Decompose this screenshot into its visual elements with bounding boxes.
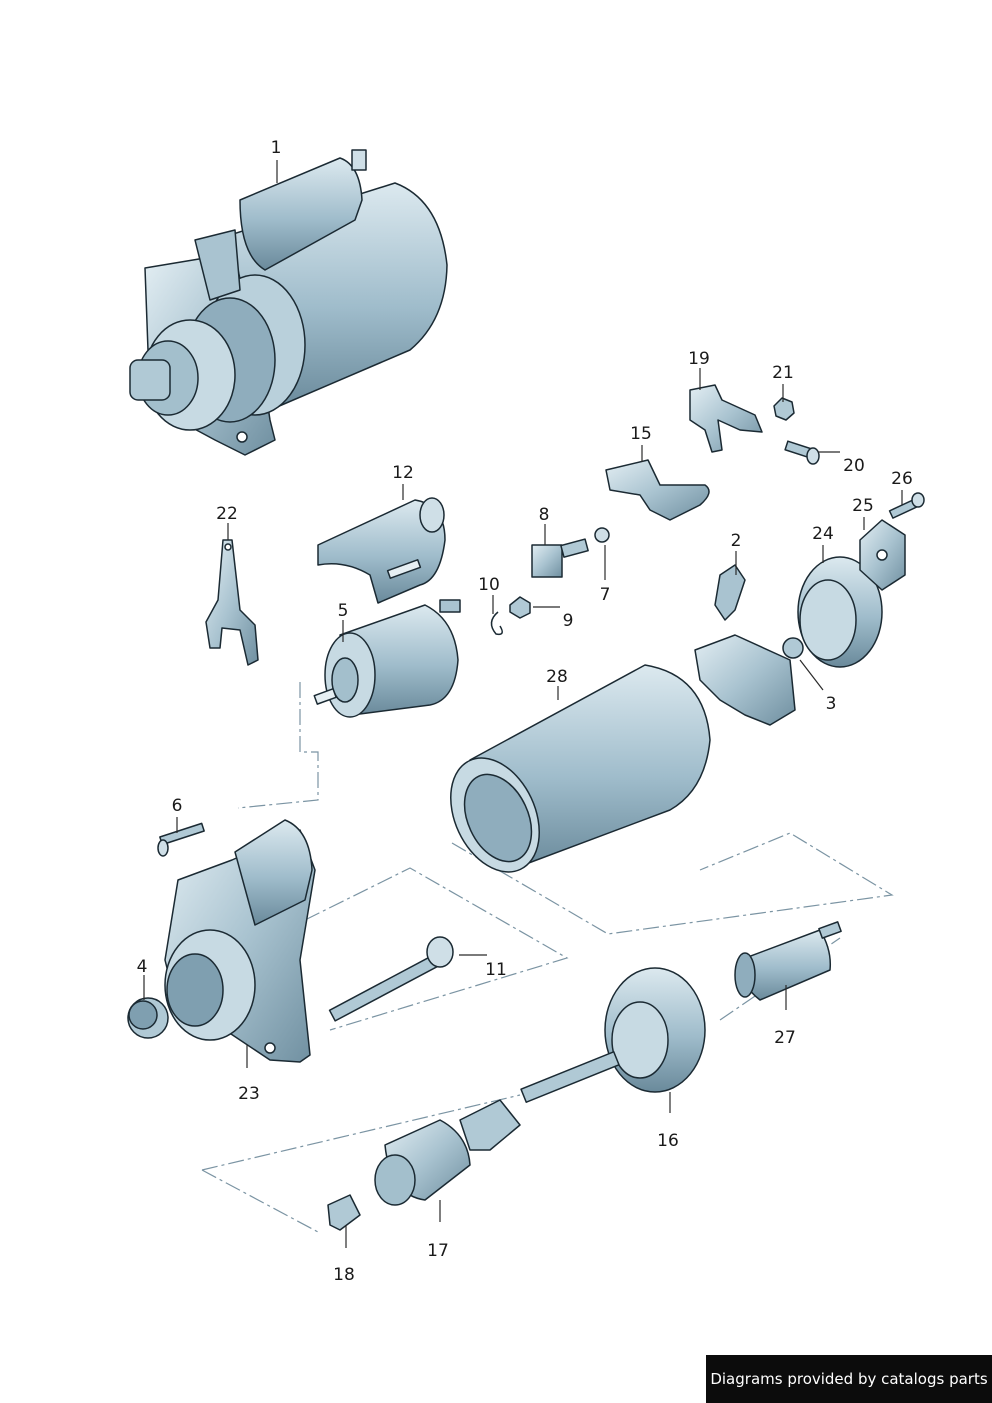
callout-3: 3 [825, 694, 837, 714]
bush-18 [327, 1194, 361, 1231]
callout-7: 7 [599, 585, 611, 605]
callout-24: 24 [812, 524, 834, 544]
callout-8: 8 [538, 505, 550, 525]
bolt-20 [784, 440, 820, 465]
circlip-10 [490, 611, 503, 636]
terminal-stud [531, 538, 589, 578]
callout-17: 17 [427, 1241, 449, 1261]
leader-lines [143, 160, 903, 1248]
callout-22: 22 [216, 504, 238, 524]
starter-motor-assembly [129, 149, 448, 456]
end-cover [797, 556, 883, 668]
callout-26: 26 [891, 469, 913, 489]
through-bolt [328, 936, 454, 1022]
drive-end-housing [164, 819, 316, 1063]
callout-10: 10 [478, 575, 500, 595]
nut-9 [509, 596, 531, 619]
callout-9: 9 [562, 611, 574, 631]
callout-16: 16 [657, 1131, 679, 1151]
pinion-drive [374, 1099, 521, 1206]
callout-27: 27 [774, 1028, 796, 1048]
callout-4: 4 [136, 957, 148, 977]
callout-21: 21 [772, 363, 794, 383]
screw-26 [888, 492, 925, 519]
callout-12: 12 [392, 463, 414, 483]
solenoid-switch [313, 599, 461, 718]
callout-25: 25 [852, 496, 874, 516]
sleeve-7 [594, 527, 610, 543]
bush [127, 997, 169, 1039]
armature [734, 921, 842, 1001]
engaging-lever [205, 539, 259, 666]
callout-2: 2 [730, 531, 742, 551]
callout-15: 15 [630, 424, 652, 444]
callout-20: 20 [843, 456, 865, 476]
bush-3 [782, 637, 804, 659]
attribution-banner: Diagrams provided by catalogs parts [706, 1355, 992, 1403]
callout-28: 28 [546, 667, 568, 687]
callout-23: 23 [238, 1084, 260, 1104]
cap-25 [859, 519, 906, 591]
brush-holder [694, 564, 796, 726]
callout-1: 1 [270, 138, 282, 158]
callout-6: 6 [171, 796, 183, 816]
callout-5: 5 [337, 601, 349, 621]
heat-shield [317, 497, 446, 604]
bracket-15 [605, 459, 710, 521]
intermediate-bearing [520, 967, 706, 1103]
callout-11: 11 [485, 960, 507, 980]
nut-21 [773, 397, 795, 421]
bracket-19 [689, 384, 763, 453]
callout-18: 18 [333, 1265, 355, 1285]
callout-19: 19 [688, 349, 710, 369]
bolt [157, 822, 205, 857]
yoke-housing [450, 664, 711, 873]
